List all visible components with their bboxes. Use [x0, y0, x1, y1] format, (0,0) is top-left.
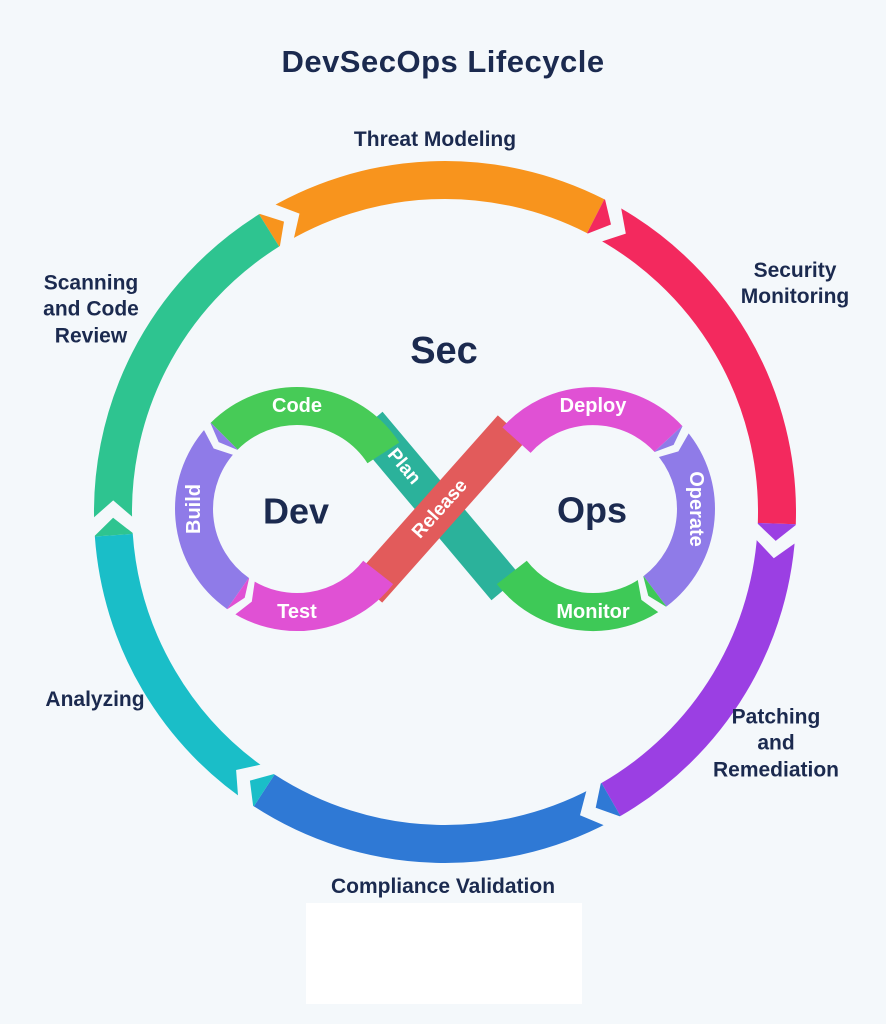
chevron-notch — [586, 198, 626, 242]
label-analyzing: Analyzing — [45, 687, 145, 711]
loop-label-test: Test — [277, 601, 317, 623]
dev-label: Dev — [263, 491, 329, 532]
loop-segment-deploy — [502, 387, 683, 454]
chevron-notch — [755, 522, 797, 559]
chevron-notch — [580, 782, 621, 826]
ring-segment-threat-modeling — [259, 161, 605, 247]
label-threat-modeling: Threat Modeling — [353, 127, 517, 151]
label-scanning-code-review: Scanning and Code Review — [43, 271, 139, 348]
chevron-notch — [203, 422, 239, 456]
loop-segment-code — [210, 387, 400, 464]
loop-label-monitor: Monitor — [556, 601, 630, 623]
band-release — [353, 415, 527, 603]
loop-label-build: Build — [183, 484, 205, 534]
chevron-notch — [637, 575, 667, 613]
label-patching-remediation: Patching and Remediation — [712, 705, 840, 782]
loop-label-deploy: Deploy — [560, 395, 628, 417]
ring-segment-patching-remediation — [601, 522, 796, 816]
chevron-notch — [653, 425, 690, 458]
loop-segment-build — [175, 422, 250, 609]
ring-segment-compliance-validation — [253, 774, 621, 863]
ops-label: Ops — [557, 490, 627, 531]
page-title: DevSecOps Lifecycle — [281, 44, 605, 79]
ring-segment-security-monitoring — [587, 199, 796, 525]
chevron-notch — [258, 204, 300, 248]
ring-segment-scanning-code-review — [94, 214, 280, 537]
ring-segment-analyzing — [94, 533, 275, 807]
chevron-notch — [93, 500, 134, 537]
loop-segment-monitor — [496, 560, 667, 632]
loop-segment-operate — [643, 425, 715, 607]
blank-area — [306, 903, 582, 1004]
chevron-notch — [226, 577, 255, 615]
chevron-notch — [236, 764, 276, 808]
loop-label-operate: Operate — [685, 471, 707, 547]
sec-label: Sec — [410, 330, 478, 372]
label-compliance-validation: Compliance Validation — [330, 874, 556, 898]
label-security-monitoring: Security Monitoring — [740, 258, 850, 308]
loop-label-code: Code — [272, 395, 322, 417]
loop-segment-test — [227, 560, 394, 631]
